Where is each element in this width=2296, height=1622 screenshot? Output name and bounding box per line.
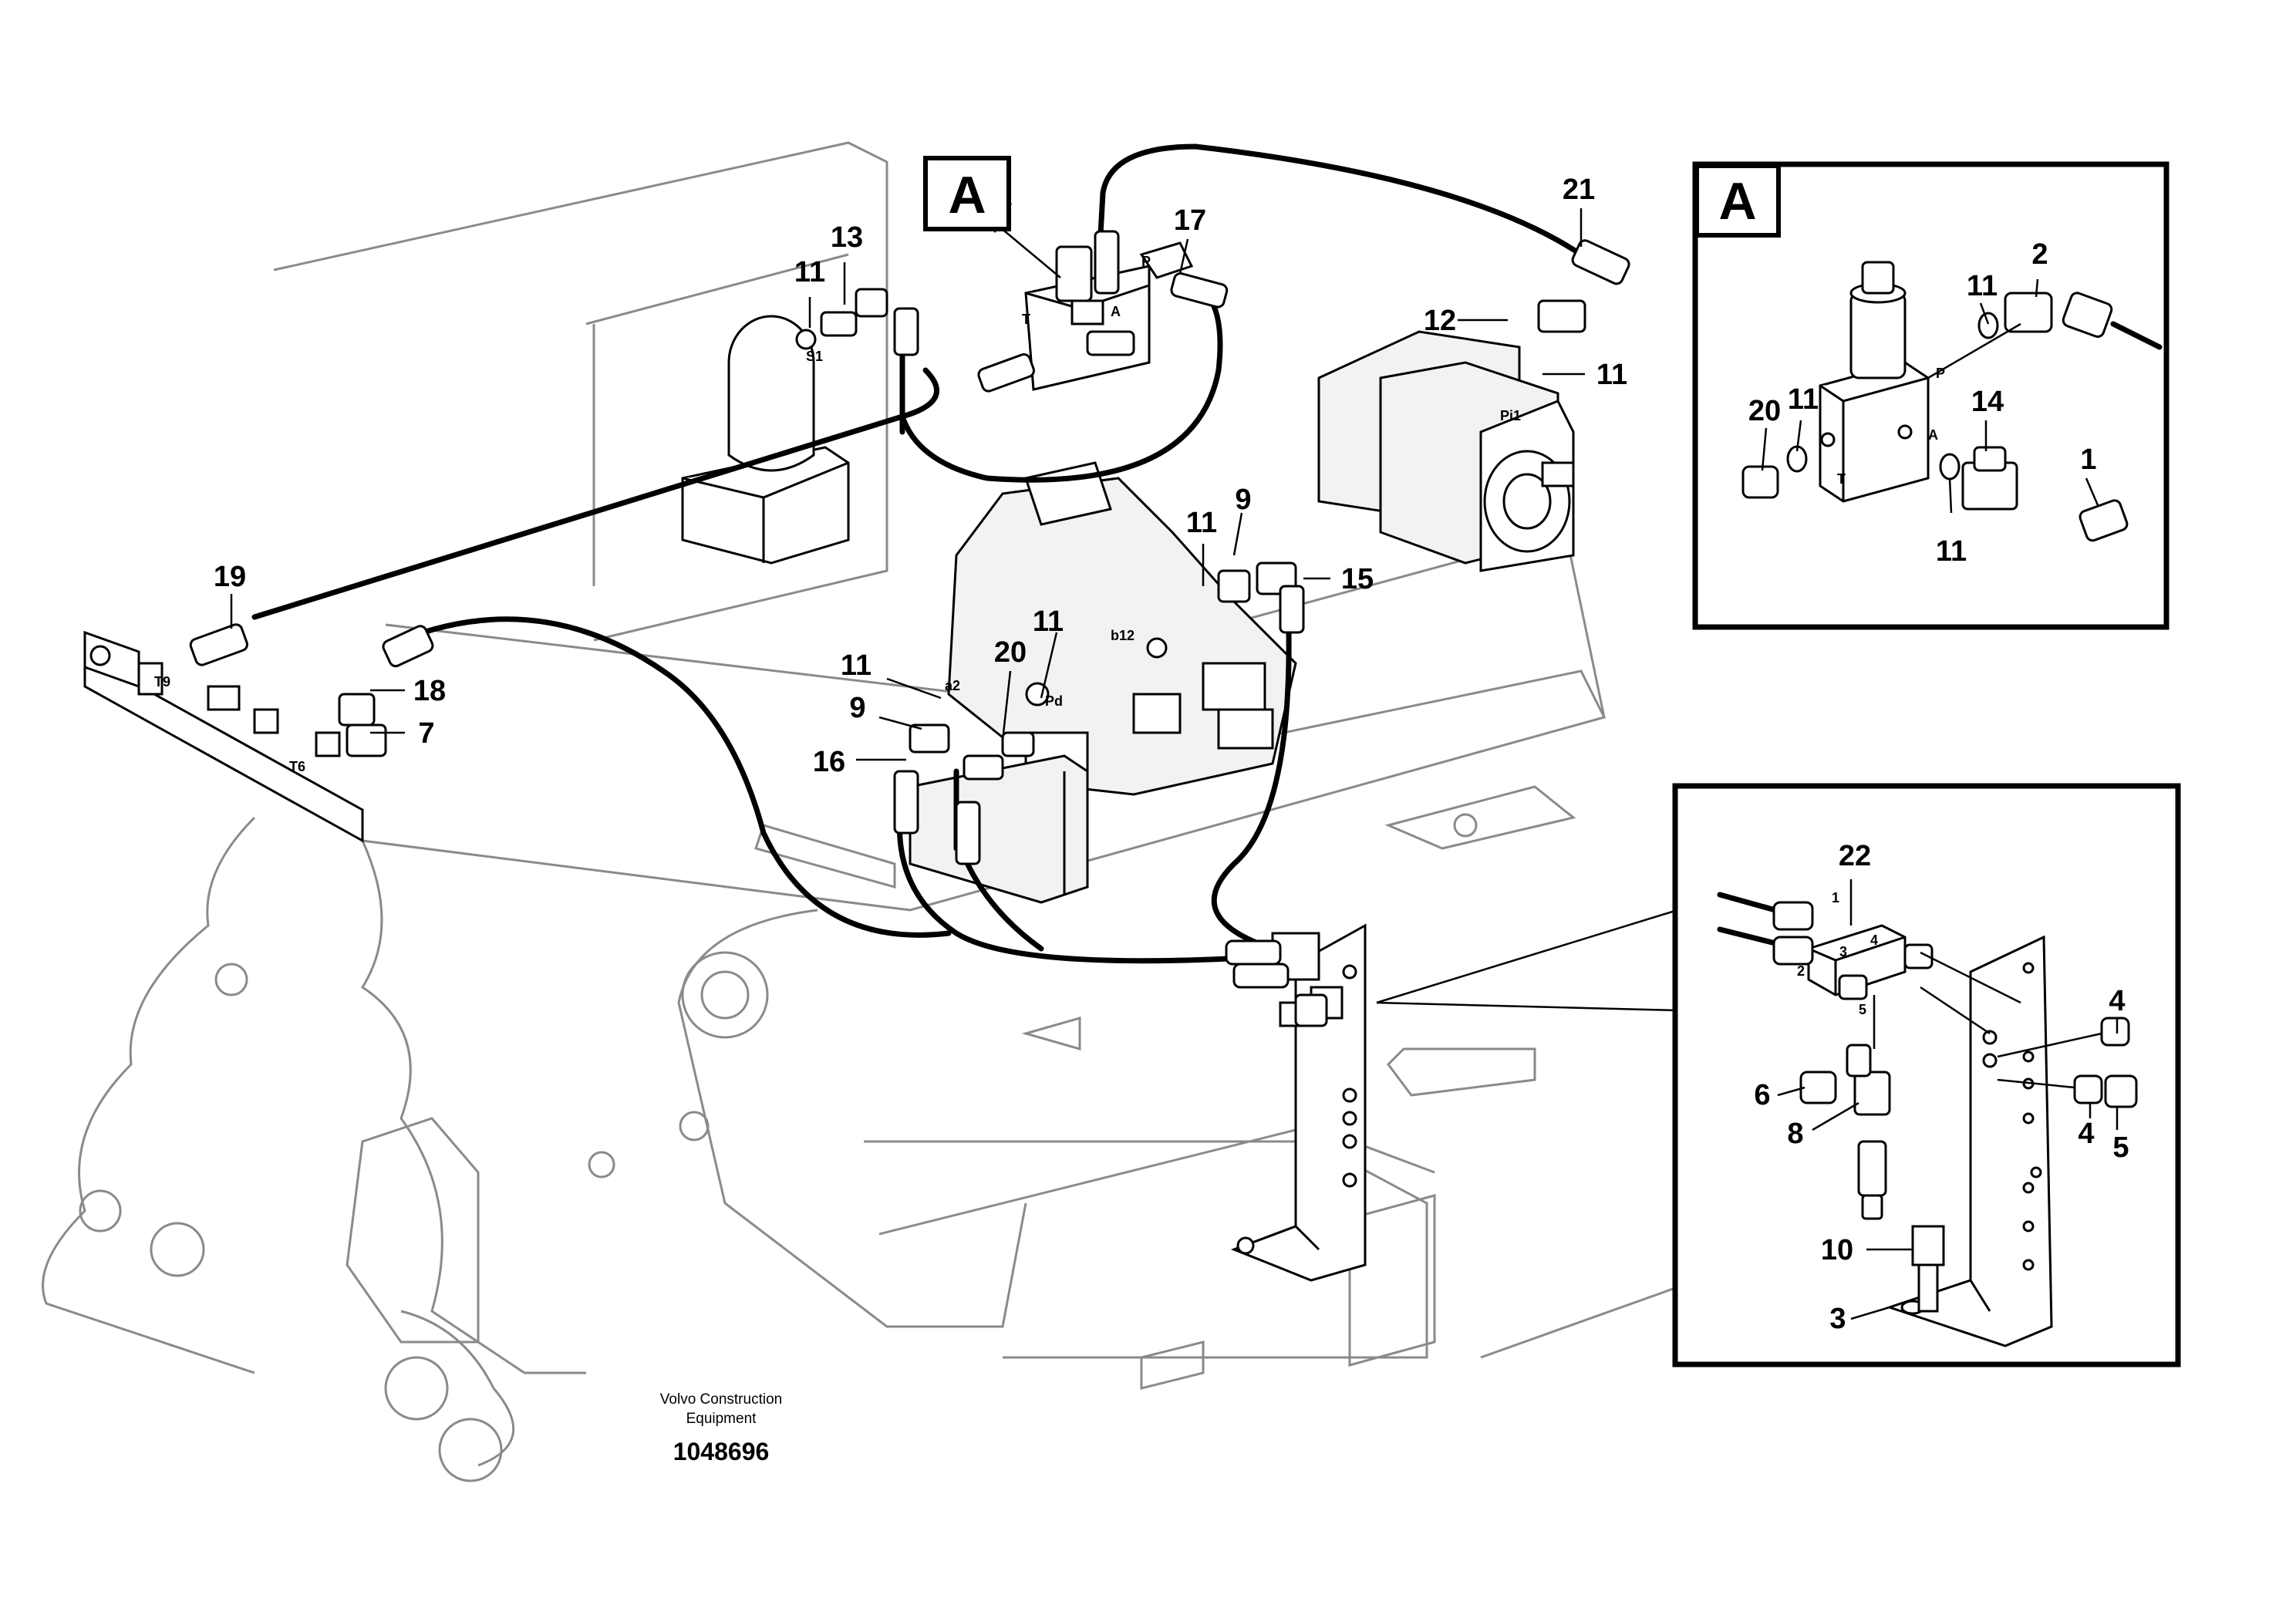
callout-11-valve-mid: 11	[1033, 605, 1064, 638]
callout-19: 19	[214, 561, 246, 593]
port-t-main: T	[1022, 312, 1030, 327]
inset-b-port-2: 2	[1797, 963, 1805, 979]
inset-bracket-panel: 22 6 8 10 3 4 4 5 1 2 3 4 5	[1672, 783, 2181, 1367]
inset-b-port-3: 3	[1839, 944, 1847, 959]
inset-b-port-4: 4	[1870, 932, 1878, 948]
port-t9: T9	[154, 674, 170, 690]
company-name-line2: Equipment	[686, 1411, 757, 1427]
hose-lines	[251, 143, 1584, 964]
detail-tag-main-text: A	[948, 166, 986, 224]
detail-tag-inset-text: A	[1718, 172, 1756, 231]
inset-b-port-5: 5	[1859, 1002, 1866, 1017]
port-a2: a2	[945, 678, 960, 693]
company-name-line1: Volvo Construction	[660, 1391, 782, 1408]
inset-a-callout-11-bottom: 11	[1936, 535, 1967, 568]
inset-a-callout-20: 20	[1748, 395, 1781, 427]
inset-pointer	[1376, 909, 1678, 1012]
solenoid-valve-block	[1024, 241, 1194, 391]
callout-20: 20	[994, 636, 1027, 669]
inset-a-callout-14: 14	[1971, 386, 2004, 418]
inset-b-callout-4-bottom: 4	[2078, 1118, 2094, 1150]
inset-b-callout-3: 3	[1829, 1303, 1846, 1335]
callout-7: 7	[418, 717, 434, 750]
callout-11-valve-top: 11	[1186, 507, 1217, 539]
inset-a-callout-11-top: 11	[1967, 270, 1998, 302]
port-pd: Pd	[1045, 693, 1063, 709]
callout-16: 16	[813, 746, 845, 778]
inset-a-port-t: T	[1837, 471, 1846, 487]
inset-b-callout-4-top: 4	[2109, 985, 2125, 1017]
callout-numbers-main: 11 13 17 21 12 11 19 18 7 11 9 15 11 20 …	[214, 174, 1627, 778]
port-t6: T6	[289, 759, 305, 774]
callout-11-valve-left: 11	[841, 649, 872, 682]
drawing-footer: Volvo Construction Equipment 1048696	[660, 1391, 782, 1465]
inset-a-callout-11-left: 11	[1788, 383, 1819, 416]
drawing-number: 1048696	[673, 1438, 770, 1465]
callout-21: 21	[1563, 174, 1595, 206]
callout-9-valve-top: 9	[1235, 484, 1251, 516]
inset-b-callout-8: 8	[1787, 1118, 1803, 1150]
inset-a-callout-2: 2	[2031, 238, 2048, 271]
callout-13: 13	[831, 221, 863, 254]
inset-a-callout-1: 1	[2080, 443, 2096, 476]
callout-18: 18	[413, 675, 446, 707]
inset-b-callout-10: 10	[1821, 1234, 1853, 1266]
port-a-main: A	[1111, 304, 1121, 319]
port-b12: b12	[1111, 628, 1135, 643]
callout-11-accumulator: 11	[794, 256, 825, 288]
fittings	[189, 230, 1630, 1027]
accumulator-assembly	[681, 315, 850, 565]
port-markings-main: T P A S1 Pi1 T9 T6 a2 b12 Pd	[154, 254, 1521, 774]
hydraulic-pump	[1317, 330, 1575, 572]
inset-a-panel: A 11 2 20 11 14 1 11	[1692, 161, 2170, 630]
manifold-rail	[83, 630, 364, 843]
port-pi1: Pi1	[1500, 408, 1521, 423]
inset-b-port-1: 1	[1832, 890, 1839, 905]
inset-b-callout-22: 22	[1839, 840, 1871, 872]
inset-b-callout-6: 6	[1754, 1079, 1770, 1111]
inset-a-port-a: A	[1928, 427, 1938, 443]
inset-b-callout-5: 5	[2112, 1131, 2129, 1164]
callout-9-valve-left: 9	[849, 692, 865, 724]
inset-a-port-p: P	[1936, 366, 1945, 381]
port-s1: S1	[806, 349, 823, 364]
callout-15: 15	[1341, 563, 1374, 595]
detail-tag-main: A	[923, 156, 1011, 231]
callout-12: 12	[1424, 305, 1456, 337]
port-p-main: P	[1141, 254, 1151, 269]
callout-11-pump: 11	[1596, 359, 1627, 391]
callout-17: 17	[1174, 204, 1206, 237]
